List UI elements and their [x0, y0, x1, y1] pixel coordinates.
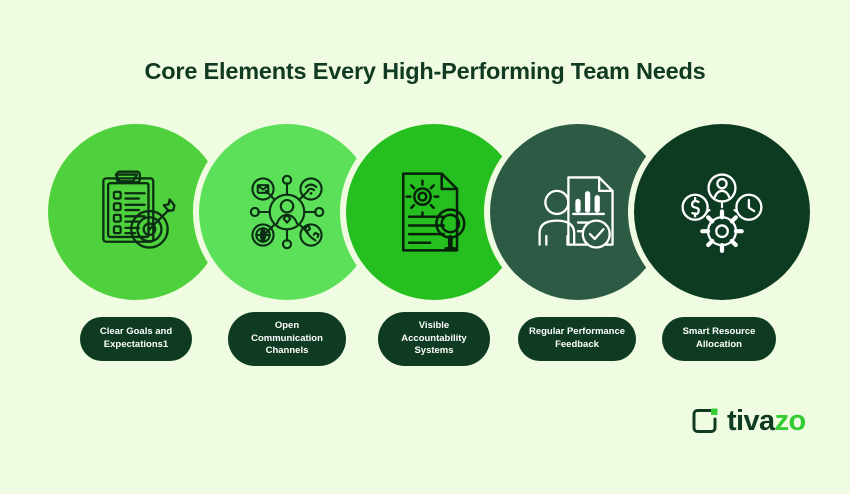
circle-bg-5 — [634, 124, 810, 300]
tivazo-logo: tivazo — [690, 406, 806, 436]
label-pill-2: Open Communication Channels — [228, 312, 346, 366]
label-pill-row: Clear Goals and Expectations1 Open Commu… — [0, 312, 850, 372]
logo-text-accent: zo — [774, 404, 807, 437]
clipboard-checklist-target-icon — [88, 164, 184, 260]
label-pill-1: Clear Goals and Expectations1 — [80, 317, 192, 361]
label-pill-3: Visible Accountability Systems — [378, 312, 490, 366]
communication-network-icon — [239, 164, 335, 260]
person-report-check-icon — [530, 164, 626, 260]
page-title: Core Elements Every High-Performing Team… — [144, 58, 706, 84]
label-pill-5: Smart Resource Allocation — [662, 317, 776, 361]
logo-wordmark: tivazo — [727, 404, 807, 437]
icon-circle-5 — [628, 118, 816, 306]
icon-circle-row — [0, 118, 850, 306]
document-gear-magnifier-icon — [386, 164, 482, 260]
resource-allocation-gear-icon — [674, 164, 770, 260]
label-pill-4: Regular Performance Feedback — [518, 317, 636, 361]
logo-text-primary: tiva — [727, 404, 775, 437]
tivazo-bracket-mark-icon — [690, 406, 720, 436]
